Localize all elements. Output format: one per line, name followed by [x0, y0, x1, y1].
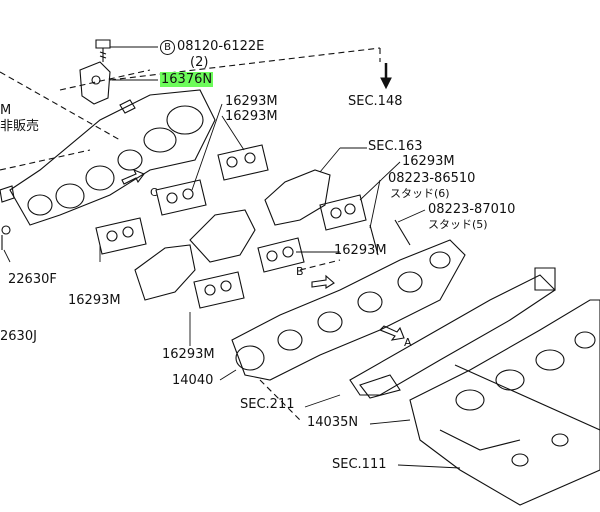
gaskets: [96, 145, 366, 308]
dashed-reference-lines: [0, 48, 380, 420]
leader-lines: [4, 104, 460, 468]
part-14035n-label: 14035N: [307, 415, 359, 430]
flow-arrows: [122, 63, 404, 340]
part-22630j-label: 2630J: [0, 329, 37, 344]
left-jp-label: 非販売: [0, 119, 40, 134]
gasket-label-c: 16293M: [402, 154, 455, 169]
stud2-name: スタッド(5): [428, 218, 488, 231]
bolt-and-bracket: [80, 40, 158, 104]
highlighted-part-number: 16376N: [160, 72, 214, 87]
letter-b-label: B: [296, 265, 304, 278]
part-22630f-label: 22630F: [8, 272, 57, 287]
exhaust-manifold-front: [0, 90, 215, 250]
bolt-part-number: 08120-6122E: [177, 39, 265, 54]
gasket-label-a: 16293M: [225, 94, 278, 109]
letter-c-label: C: [150, 186, 158, 199]
cylinder-head: [410, 300, 600, 505]
bolt-quantity: (2): [190, 55, 209, 70]
rear-heat-shield: [350, 268, 555, 398]
letter-a-label: A: [404, 336, 412, 349]
stud1-part-number: 08223-86510: [388, 171, 476, 186]
highlighted-part-text: 16376N: [160, 72, 214, 87]
left-m-label: M: [0, 103, 12, 118]
gasket-label-e: 16293M: [68, 293, 121, 308]
stud2-part-number: 08223-87010: [428, 202, 516, 217]
sec163-label: SEC.163: [368, 139, 423, 154]
sec211-label: SEC.211: [240, 397, 295, 412]
gasket-label-f: 16293M: [162, 347, 215, 362]
part-14040-label: 14040: [172, 373, 214, 388]
stud1-name: スタッド(6): [390, 187, 450, 200]
gasket-label-d: 16293M: [334, 243, 387, 258]
sec111-label: SEC.111: [332, 457, 387, 472]
heat-shields: [135, 170, 330, 300]
gasket-label-b: 16293M: [225, 109, 278, 124]
bolt-prefix-marker: B: [160, 40, 175, 55]
sec148-label: SEC.148: [348, 94, 403, 109]
exhaust-manifold-rear: [232, 220, 465, 380]
